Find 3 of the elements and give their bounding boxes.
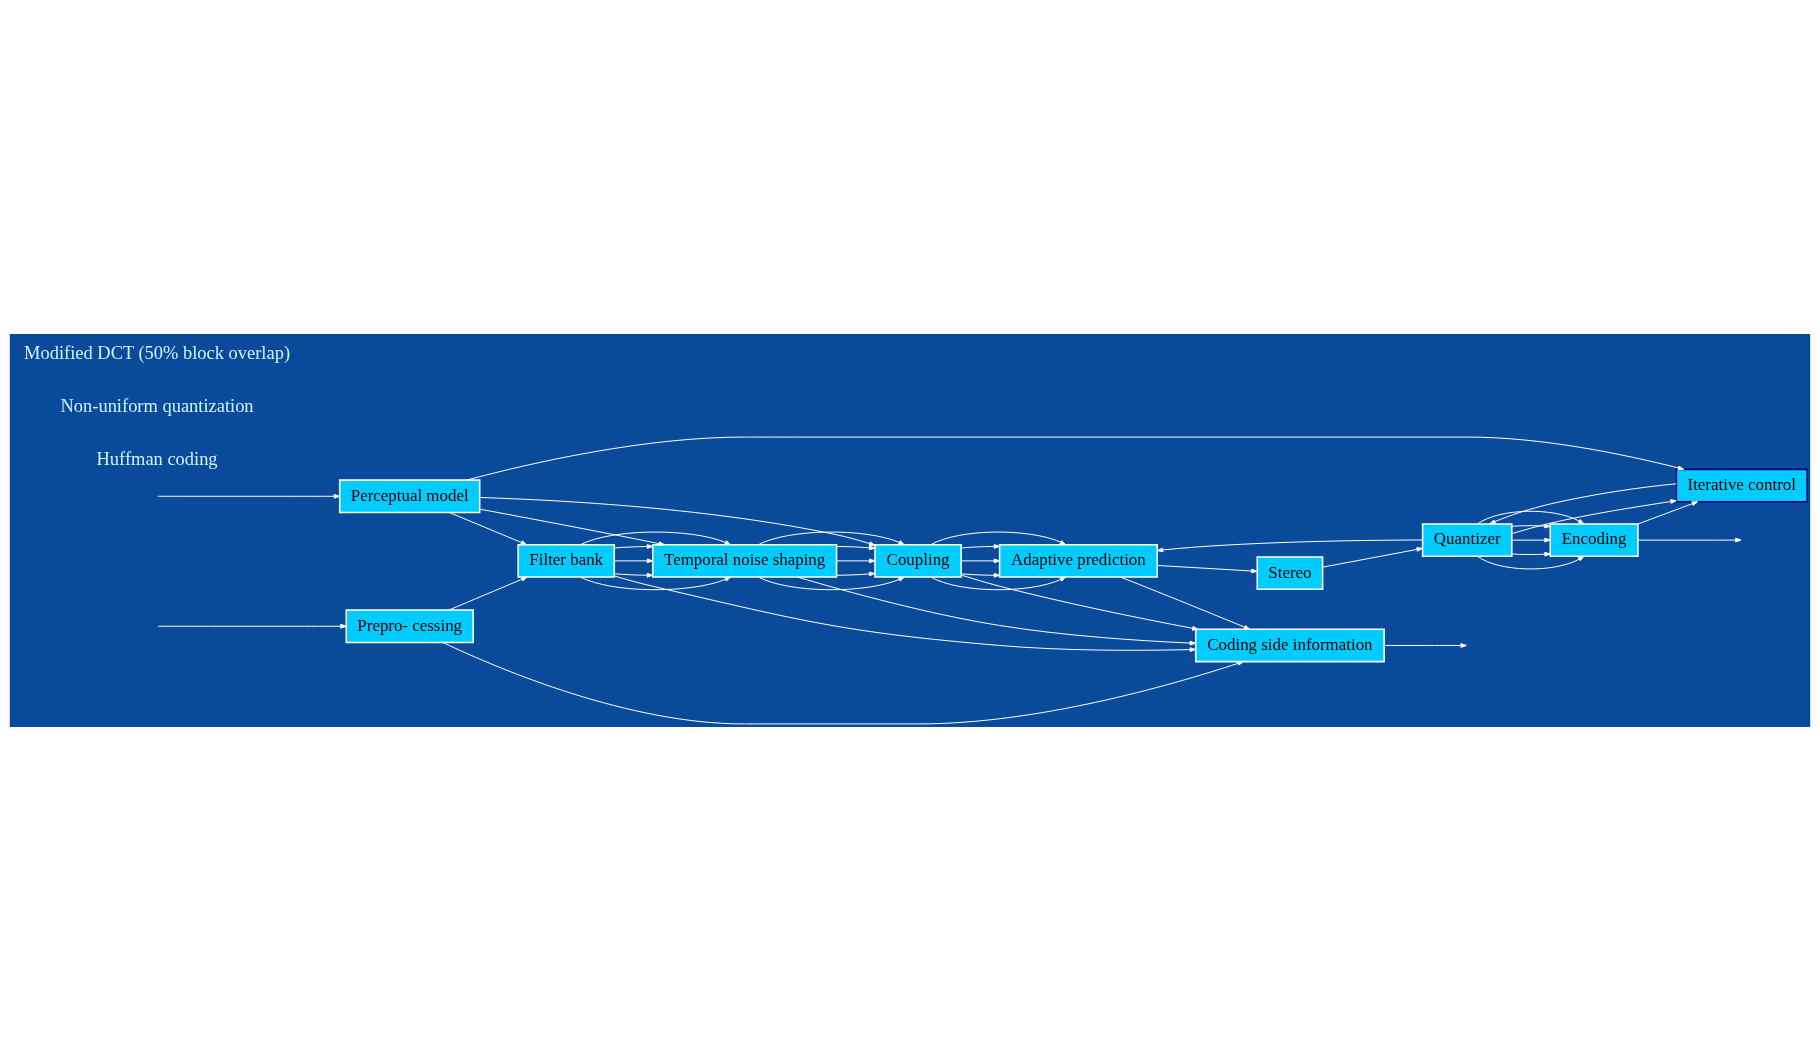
label: Huffman coding bbox=[96, 448, 218, 469]
label: Modified DCT (50% block overlap) bbox=[24, 342, 291, 363]
label: Non-uniform quantization bbox=[60, 395, 254, 416]
